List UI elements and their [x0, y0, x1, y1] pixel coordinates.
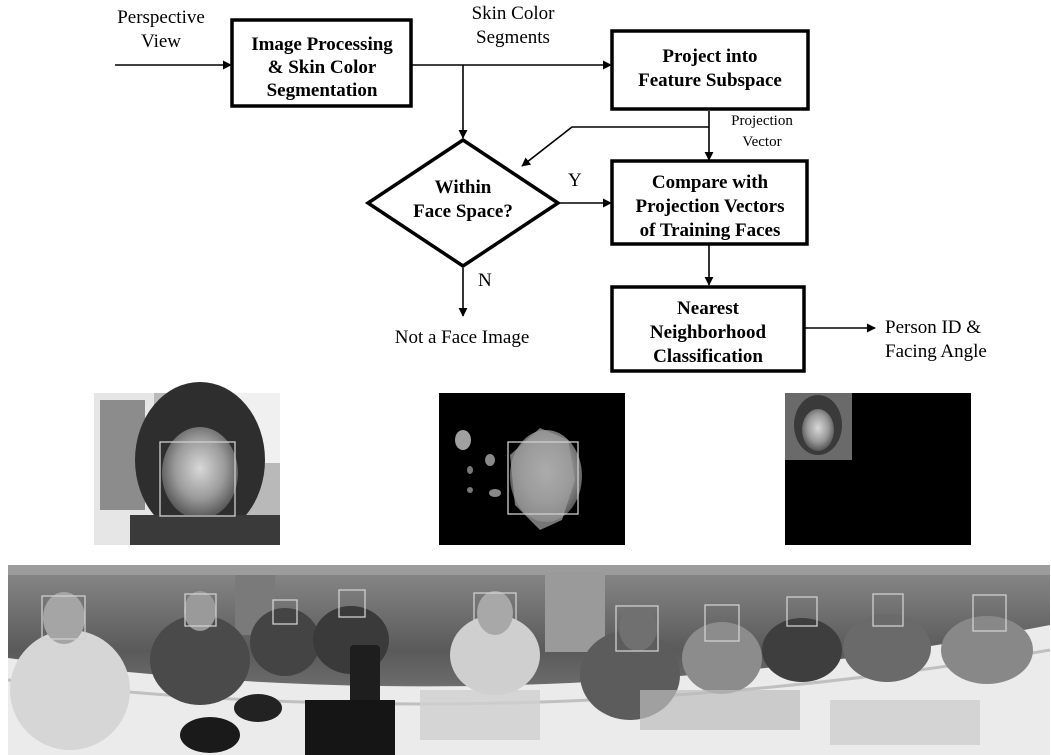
output-label-line-1: Person ID & [885, 317, 981, 338]
cropped-face-thumbnail [785, 393, 971, 545]
project-line-2: Feature Subspace [638, 70, 782, 91]
skin-color-mask [439, 393, 625, 545]
decision-line-1: Within [435, 177, 492, 198]
input-label-line-1: Perspective [117, 7, 205, 28]
omnidirectional-panorama [7, 565, 1051, 755]
image-processing-line-3: Segmentation [267, 80, 378, 101]
feedback-arrow [521, 126, 709, 167]
compare-line-3: of Training Faces [640, 220, 781, 241]
image-processing-box: Image Processing & Skin Color Segmentati… [230, 18, 413, 108]
no-label: N [478, 270, 492, 291]
compare-line-2: Projection Vectors [636, 196, 785, 217]
compare-line-1: Compare with [652, 172, 769, 193]
yes-label: Y [568, 170, 582, 191]
compare-box: Compare with Projection Vectors of Train… [610, 159, 809, 246]
projection-label-line-2: Vector [742, 134, 781, 150]
segments-label-line-1: Skin Color [472, 3, 556, 24]
not-face-label: Not a Face Image [395, 327, 530, 348]
nearest-box: Nearest Neighborhood Classification [610, 285, 806, 373]
nearest-line-3: Classification [653, 346, 763, 367]
output-label-line-2: Facing Angle [885, 341, 987, 362]
project-box: Project into Feature Subspace [610, 29, 810, 111]
projection-label-line-1: Projection [731, 113, 793, 129]
nearest-line-2: Neighborhood [650, 322, 767, 343]
grayscale-face-photo [94, 382, 280, 545]
segments-label-line-2: Segments [476, 27, 550, 48]
input-label-line-2: View [141, 31, 181, 52]
image-processing-line-2: & Skin Color [268, 57, 377, 78]
image-processing-line-1: Image Processing [251, 34, 393, 55]
decision-line-2: Face Space? [413, 201, 513, 222]
decision-diamond: Within Face Space? [364, 137, 562, 269]
project-line-1: Project into [662, 46, 757, 67]
nearest-line-1: Nearest [677, 298, 740, 319]
